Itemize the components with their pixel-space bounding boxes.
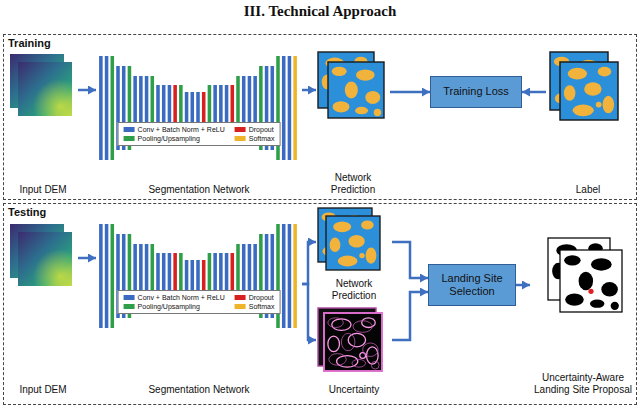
layer-bar xyxy=(185,260,189,292)
flow-arrow xyxy=(392,292,428,340)
caption-text: Uncertainty xyxy=(329,384,380,397)
legend-swatch xyxy=(124,295,135,300)
network-layers xyxy=(99,224,297,328)
layer-bar xyxy=(288,56,292,160)
legend-text: Dropout xyxy=(249,294,274,301)
layer-bar xyxy=(191,260,195,292)
layer-bar xyxy=(288,224,292,328)
layer-bar xyxy=(196,92,200,124)
legend-item: Softmax xyxy=(235,135,275,142)
legend-swatch xyxy=(124,136,135,141)
network-layers xyxy=(99,56,297,160)
legend-text: Softmax xyxy=(249,303,275,310)
layer-bar xyxy=(105,56,109,160)
flow-arrow xyxy=(522,91,546,94)
legend-text: Pooling/Upsampling xyxy=(138,303,200,310)
layer-bar xyxy=(202,260,206,292)
legend-text: Conv + Batch Norm + ReLU xyxy=(138,294,225,301)
legend-swatch xyxy=(235,136,246,141)
uncertainty-map: Uncertainty xyxy=(316,306,392,396)
legend-text: Softmax xyxy=(249,135,275,142)
legend-item: Pooling/Upsampling xyxy=(124,303,225,310)
legend-item: Pooling/Upsampling xyxy=(124,135,225,142)
layer-bar xyxy=(282,224,286,328)
caption-text: Segmentation Network xyxy=(148,384,249,397)
legend-swatch xyxy=(235,304,246,309)
caption-text: Network Prediction xyxy=(316,172,390,196)
label-image: Label xyxy=(546,50,630,196)
caption-text: Input DEM xyxy=(19,184,66,197)
layer-bar xyxy=(196,260,200,292)
flow-arrow xyxy=(302,242,316,284)
layer-bar xyxy=(191,92,195,124)
proposal-image xyxy=(548,238,622,312)
caption-text: Segmentation Network xyxy=(148,184,249,197)
process-box: Landing Site Selection xyxy=(428,264,516,306)
training-panel: TrainingInput DEM Segmentation Network Con… xyxy=(3,34,637,200)
input-dem: Input DEM xyxy=(8,50,78,196)
prediction-image xyxy=(318,208,380,270)
layer-bar xyxy=(202,92,206,124)
legend-item: Softmax xyxy=(235,303,275,310)
caption-text: Uncertainty-Aware Landing Site Proposal xyxy=(530,372,636,396)
label-image xyxy=(550,52,618,120)
legend-box: Conv + Batch Norm + ReLU DropoutPooling/U… xyxy=(118,122,281,146)
caption-text: Label xyxy=(576,184,600,197)
flow-arrow xyxy=(302,284,316,340)
layer-bar xyxy=(105,224,109,328)
layer-bar xyxy=(111,224,115,328)
panel-heading: Training xyxy=(8,37,51,49)
legend-item: Conv + Batch Norm + ReLU xyxy=(124,126,225,133)
input-dem: Input DEM xyxy=(8,220,78,396)
legend-swatch xyxy=(235,127,246,132)
legend-item: Dropout xyxy=(235,294,275,301)
flow-arrow xyxy=(78,257,96,260)
legend-swatch xyxy=(235,295,246,300)
dem-image xyxy=(10,224,72,286)
panel-heading: Testing xyxy=(8,206,46,218)
layer-bar xyxy=(293,56,297,160)
layer-bar xyxy=(99,56,103,160)
flow-arrow xyxy=(516,284,530,287)
prediction-image xyxy=(318,52,384,118)
process-box: Training Loss xyxy=(430,76,522,108)
legend-item: Dropout xyxy=(235,126,275,133)
diagram-title: III. Technical Approach xyxy=(0,3,640,20)
legend-box: Conv + Batch Norm + ReLU DropoutPooling/U… xyxy=(118,290,281,314)
layer-bar xyxy=(99,224,103,328)
caption-text: Input DEM xyxy=(19,384,66,397)
network-prediction: Network Prediction xyxy=(316,206,392,302)
legend-text: Conv + Batch Norm + ReLU xyxy=(138,126,225,133)
legend-text: Dropout xyxy=(249,126,274,133)
legend-text: Pooling/Upsampling xyxy=(138,135,200,142)
box-label: Landing Site Selection xyxy=(434,272,510,298)
landing-site-proposal: Uncertainty-Aware Landing Site Proposal xyxy=(530,232,636,396)
network-prediction: Network Prediction xyxy=(316,50,390,196)
layer-bar xyxy=(293,224,297,328)
flow-arrow xyxy=(302,89,316,92)
uncertainty-image xyxy=(318,308,382,371)
flow-arrow xyxy=(78,89,96,92)
testing-panel: TestingInput DEM Segmentation Network Conv… xyxy=(3,203,637,405)
layer-bar xyxy=(282,56,286,160)
layer-bar xyxy=(185,92,189,124)
legend-swatch xyxy=(124,304,135,309)
dem-image xyxy=(10,54,72,116)
flow-arrow xyxy=(392,242,428,278)
caption-text: Network Prediction xyxy=(316,278,392,302)
flow-arrow xyxy=(390,91,430,94)
legend-swatch xyxy=(124,127,135,132)
box-label: Training Loss xyxy=(443,85,509,98)
segmentation-network: Segmentation Network Conv + Batch Norm + … xyxy=(96,220,302,396)
legend-item: Conv + Batch Norm + ReLU xyxy=(124,294,225,301)
layer-bar xyxy=(111,56,115,160)
segmentation-network: Segmentation Network Conv + Batch Norm + … xyxy=(96,50,302,196)
